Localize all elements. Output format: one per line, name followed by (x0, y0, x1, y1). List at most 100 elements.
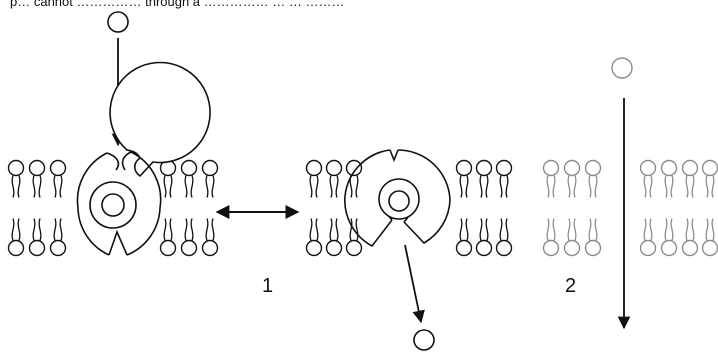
phospholipid-tail (664, 175, 668, 198)
phospholipid-tail (567, 175, 571, 198)
phospholipid-tail (546, 175, 550, 198)
phospholipid-head (180, 239, 198, 257)
panel-inward-open (305, 149, 513, 351)
phospholipid-tail (465, 175, 469, 198)
phospholipid-tail (705, 218, 709, 241)
phospholipid-tail (499, 175, 503, 198)
phospholipid-head (455, 239, 473, 257)
phospholipid-tail (711, 218, 715, 241)
phospholipid-head (159, 239, 177, 257)
phospholipid-head (660, 159, 678, 177)
phospholipid-head (660, 239, 678, 257)
phospholipid-head (639, 159, 657, 177)
phospholipid-tail (479, 218, 483, 241)
phospholipid-tail (32, 218, 36, 241)
phospholipid-head (201, 159, 219, 177)
phospholipid-tail (670, 175, 674, 198)
phospholipid-tail (315, 218, 319, 241)
phospholipid-tail (329, 218, 333, 241)
phospholipid-tail (184, 175, 188, 198)
phospholipid-head (28, 159, 46, 177)
phospholipid-tail (685, 175, 689, 198)
phospholipid-tail (315, 175, 319, 198)
phospholipid-tail (309, 218, 313, 241)
phospholipid-tail (335, 175, 339, 198)
phospholipid-head (7, 239, 25, 257)
phospholipid-tail (567, 218, 571, 241)
phospholipid-tail (546, 218, 550, 241)
phospholipid-tail (685, 218, 689, 241)
phospholipid-head (639, 239, 657, 257)
phospholipid-head (475, 159, 493, 177)
phospholipid-head (495, 239, 513, 257)
released-solute (413, 329, 435, 351)
lipid-bilayer (542, 159, 718, 257)
phospholipid-tail (11, 218, 15, 241)
phospholipid-head (345, 239, 363, 257)
phospholipid-tail (465, 218, 469, 241)
phospholipid-head (305, 159, 323, 177)
phospholipid-tail (211, 175, 215, 198)
phospholipid-head (563, 239, 581, 257)
phospholipid-tail (38, 175, 42, 198)
phospholipid-tail (163, 218, 167, 241)
lipid-bilayer-right (455, 159, 513, 257)
lipid-bilayer-left (7, 159, 67, 257)
phospholipid-head (7, 159, 25, 177)
transporter-protein (104, 61, 211, 178)
phospholipid-tail (643, 218, 647, 241)
phospholipid-tail (53, 175, 57, 198)
phospholipid-tail (711, 175, 715, 198)
bound-solute (101, 193, 125, 217)
phospholipid-head (475, 239, 493, 257)
phospholipid-tail (691, 175, 695, 198)
phospholipid-head (180, 159, 198, 177)
phospholipid-tail (11, 175, 15, 198)
phospholipid-tail (499, 218, 503, 241)
header-text: p… cannot …………… through a …………… … … ……… (10, 0, 344, 9)
phospholipid-head (584, 159, 602, 177)
phospholipid-head (542, 159, 560, 177)
panel-outward-open (7, 11, 219, 257)
lipid-bilayer-left (305, 159, 363, 257)
solute-release-arrow (404, 244, 425, 324)
transporter-protein-outline (76, 151, 162, 256)
phospholipid-tail (309, 175, 313, 198)
phospholipid-head (305, 239, 323, 257)
phospholipid-tail (643, 175, 647, 198)
phospholipid-tail (184, 218, 188, 241)
phospholipid-tail (59, 175, 63, 198)
phospholipid-tail (691, 218, 695, 241)
phospholipid-head (325, 159, 343, 177)
phospholipid-tail (355, 218, 359, 241)
phospholipid-tail (205, 218, 209, 241)
phospholipid-tail (594, 175, 598, 198)
phospholipid-head (28, 239, 46, 257)
phospholipid-tail (664, 218, 668, 241)
lipid-bilayer-right (159, 159, 219, 257)
phospholipid-tail (670, 218, 674, 241)
label-mechanism-1: 1 (262, 275, 273, 297)
phospholipid-tail (169, 175, 173, 198)
phospholipid-head (681, 159, 699, 177)
phospholipid-tail (485, 218, 489, 241)
phospholipid-tail (53, 218, 57, 241)
phospholipid-head (542, 239, 560, 257)
phospholipid-tail (552, 218, 556, 241)
phospholipid-tail (17, 175, 21, 198)
phospholipid-head (701, 159, 718, 177)
phospholipid-tail (205, 175, 209, 198)
phospholipid-tail (459, 218, 463, 241)
phospholipid-head (563, 159, 581, 177)
phospholipid-tail (649, 175, 653, 198)
phospholipid-tail (17, 218, 21, 241)
phospholipid-tail (59, 218, 63, 241)
phospholipid-tail (335, 218, 339, 241)
phospholipid-tail (485, 175, 489, 198)
phospholipid-head (49, 239, 67, 257)
phospholipid-head (701, 239, 718, 257)
phospholipid-head (201, 239, 219, 257)
phospholipid-tail (355, 175, 359, 198)
solute-molecule (107, 11, 129, 33)
phospholipid-tail (505, 218, 509, 241)
